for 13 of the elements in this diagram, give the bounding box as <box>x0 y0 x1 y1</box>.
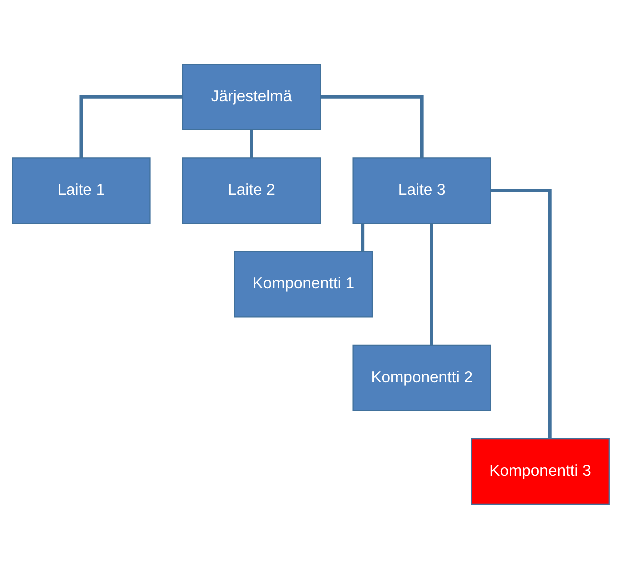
node-box: Järjestelmä <box>182 64 322 130</box>
node-box: Komponentti 2 <box>352 344 492 412</box>
connector <box>80 96 182 158</box>
node-box: Komponentti 3 <box>471 438 610 506</box>
connector <box>491 189 552 439</box>
node-box: Laite 1 <box>12 158 151 224</box>
connector <box>321 96 424 158</box>
connector <box>250 130 254 158</box>
node-box: Laite 3 <box>352 158 492 224</box>
connector <box>430 224 434 346</box>
connector <box>361 224 365 252</box>
node-box: Laite 2 <box>182 158 322 224</box>
node-box: Komponentti 1 <box>234 251 374 318</box>
